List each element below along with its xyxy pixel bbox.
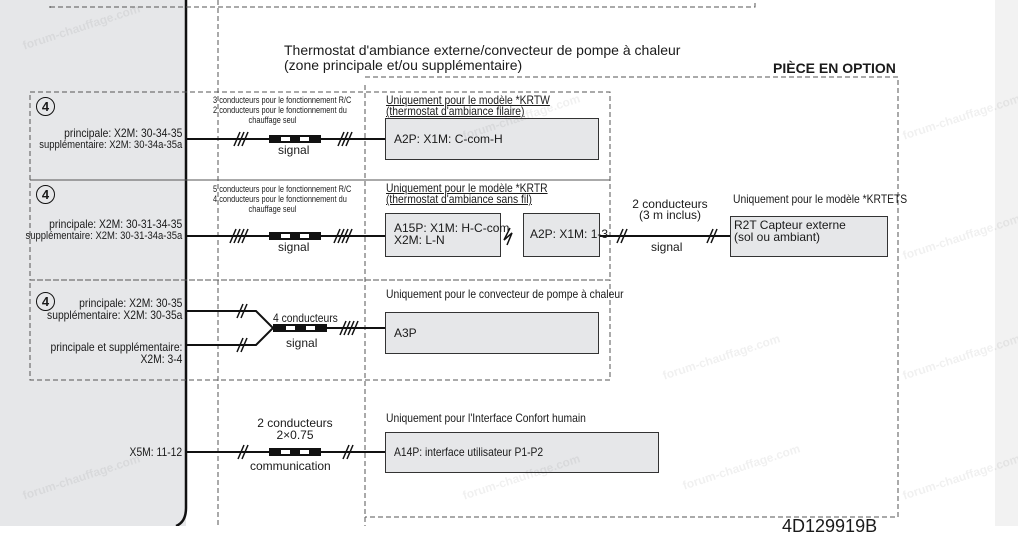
row1-frame (29, 91, 611, 181)
terminal-label: principale: X2M: 30-35 supplémentaire: X… (46, 296, 182, 322)
row3-wire-split (186, 310, 275, 346)
marker-4-icon: 4 (36, 185, 55, 204)
receiver-label: A2P: X1M: 1-3 (530, 227, 609, 241)
row3-slash-marks (236, 303, 359, 353)
device-label: A3P (394, 326, 417, 340)
marker-4-icon: 4 (36, 292, 55, 311)
wiring-lines (29, 0, 899, 526)
conductor-note: 3 conducteurs pour le fonctionnement R/C… (213, 95, 352, 125)
device-label: X2M: L-N (394, 233, 445, 247)
device-label: A15P: X1M: H-C-com (394, 221, 510, 235)
device-label: A2P: X1M: C-com-H (394, 132, 503, 146)
model-caption: Uniquement pour le convecteur de pompe à… (386, 287, 624, 301)
device-box-krtw: A2P: X1M: C-com-H (385, 118, 599, 160)
row2-cable-icon (269, 232, 321, 240)
cable-label: communication (250, 459, 331, 473)
sensor-slash-marks (616, 228, 718, 244)
device-label: A14P: interface utilisateur P1-P2 (394, 445, 544, 459)
option-frame (365, 76, 899, 518)
cable-label: signal (278, 143, 310, 157)
sensor-box: R2T Capteur externe (sol ou ambiant) (730, 216, 888, 257)
sensor-label: (sol ou ambiant) (734, 230, 821, 244)
sensor-conductor-note: 2 conducteurs(3 m inclus) (632, 197, 708, 222)
page-margin (995, 0, 1018, 526)
row4-cable-icon (269, 448, 321, 456)
cable-label: signal (286, 336, 318, 350)
conductor-note: 5 conducteurs pour le fonctionnement R/C… (213, 184, 352, 214)
device-box-convector: A3P (385, 312, 599, 354)
indoor-unit-panel (0, 0, 186, 526)
conductor-note: 4 conducteurs (273, 311, 338, 325)
row1-cable-icon (269, 135, 321, 143)
terminal-label: principale et supplémentaire: X2M: 3-4 (50, 340, 182, 366)
row1-slash-marks (233, 131, 353, 147)
sensor-label: R2T Capteur externe (734, 218, 846, 232)
row4-slash-marks (237, 444, 354, 460)
receiver-box: A2P: X1M: 1-3 (523, 213, 608, 257)
row2-slash-marks (229, 228, 353, 244)
title-line-2: (zone principale et/ou supplémentaire) (284, 57, 523, 73)
sensor-caption: Uniquement pour le modèle *KRTETS (733, 192, 908, 206)
model-caption: Uniquement pour le modèle *KRTW(thermost… (386, 93, 550, 118)
optional-part-label: PIÈCE EN OPTION (773, 60, 896, 76)
cable-label: signal (278, 240, 310, 254)
model-caption: Uniquement pour le modèle *KRTR(thermost… (386, 181, 548, 206)
cable-label: signal (651, 240, 683, 254)
row3-cable-icon (273, 324, 327, 332)
top-dashed-box (49, 0, 756, 8)
title-line-1: Thermostat d'ambiance externe/convecteur… (284, 42, 681, 58)
drawing-number: 4D129919B (782, 516, 878, 536)
device-box-krtr: A15P: X1M: H-C-com X2M: L-N (385, 213, 510, 257)
terminal-label: principale: X2M: 30-34-35 supplémentaire… (38, 126, 182, 151)
unit-border (175, 0, 188, 526)
terminal-label: principale: X2M: 30-31-34-35 supplémenta… (25, 217, 182, 242)
section-title: Thermostat d'ambiance externe/convecteur… (284, 43, 680, 73)
row3-frame (29, 279, 611, 381)
device-box-interface: A14P: interface utilisateur P1-P2 (385, 432, 659, 473)
model-caption: Uniquement pour l'Interface Confort huma… (386, 411, 586, 425)
wireless-icon (503, 227, 513, 246)
marker-4-icon: 4 (36, 97, 55, 116)
terminal-label: X5M: 11-12 (129, 445, 182, 459)
